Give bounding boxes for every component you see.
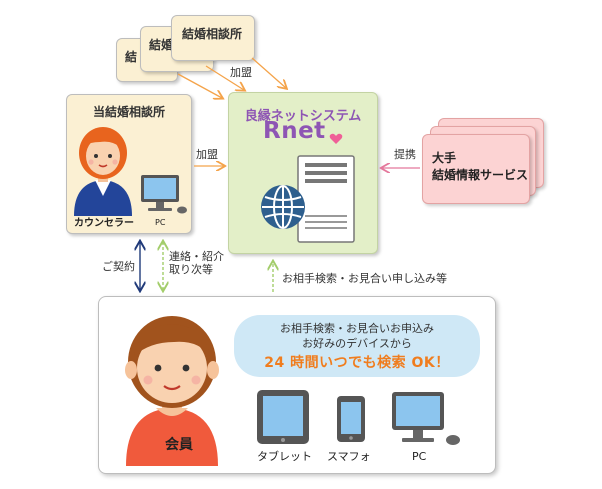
join-label-top: 加盟 (230, 66, 252, 79)
rnet-system-box: 良縁ネットシステム Rnet (228, 92, 378, 254)
counselor-figure (74, 127, 132, 216)
affiliate-agency-card-front: 結婚相談所 (171, 15, 255, 61)
contact-label: 連絡・紹介 取り次等 (169, 250, 224, 276)
tablet-icon (257, 390, 309, 444)
rnet-logo: Rnet (263, 118, 326, 144)
tablet-label: タブレット (257, 450, 312, 463)
join-label-own: 加盟 (196, 148, 218, 161)
contact-label-line1: 連絡・紹介 (169, 250, 224, 263)
pc-icon (392, 392, 460, 445)
partner-label: 大手 結婚情報サービス (432, 150, 528, 184)
member-figure (125, 316, 219, 466)
partner-label-line1: 大手 (432, 151, 457, 165)
counselor-label: カウンセラー (74, 218, 134, 229)
contact-label-line2: 取り次等 (169, 263, 213, 276)
smartphone-icon (337, 396, 365, 442)
counselor-pc-label: PC (155, 218, 166, 227)
partner-label-line2: 結婚情報サービス (432, 168, 529, 182)
partner-card-front (422, 134, 530, 204)
heart-icon (329, 133, 343, 144)
contract-label: ご契約 (102, 260, 135, 273)
bubble-line1: お相手検索・お見合いお申込み (280, 322, 434, 335)
partnership-label: 提携 (394, 148, 416, 161)
affiliate-agency-label: 結婚 (149, 38, 174, 52)
search-request-label: お相手検索・お見合い申し込み等 (282, 272, 447, 285)
affiliate-agency-label: 結婚相談所 (182, 27, 243, 41)
globe-icon (261, 185, 305, 229)
feature-bubble (234, 315, 480, 377)
join-arrow-3 (251, 57, 286, 88)
bubble-line2: お好みのデバイスから (302, 337, 412, 350)
member-label: 会員 (165, 437, 193, 453)
rnet-title: 良縁ネットシステム (244, 109, 362, 124)
join-arrow-1 (177, 73, 222, 98)
server-icon (297, 155, 355, 243)
affiliate-agency-label: 結 (125, 50, 138, 64)
join-arrow-2 (205, 65, 244, 90)
own-agency-title: 当結婚相談所 (92, 105, 165, 119)
bubble-cta: 24 時間いつでも検索 OK！ (264, 355, 450, 371)
smartphone-label: スマフォ (327, 450, 371, 463)
pc-label: PC (412, 450, 427, 463)
counselor-pc-icon (141, 175, 187, 214)
